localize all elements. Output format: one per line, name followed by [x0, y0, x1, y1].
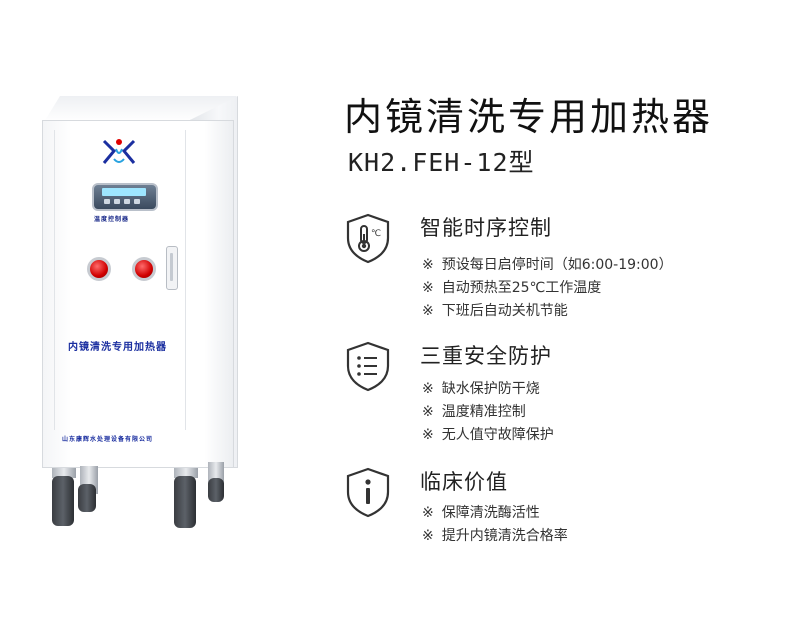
feature-text: 提升内镜清洗合格率 — [441, 528, 568, 544]
bullet-mark: ※ — [422, 257, 434, 273]
cabinet-door — [54, 130, 186, 430]
section-title: 三重安全防护 — [420, 344, 552, 368]
checklist-shield-icon — [346, 341, 390, 392]
product-title: 内镜清洗专用加热器 — [344, 95, 714, 139]
feature-item: ※ 缺水保护防干烧 — [422, 378, 554, 401]
feature-text: 下班后自动关机节能 — [441, 303, 568, 319]
panel-button — [124, 199, 130, 204]
feature-list: ※ 预设每日启停时间（如6:00-19:00） ※ 自动预热至25℃工作温度 ※ 下班… — [422, 254, 673, 323]
feature-item: ※ 温度精准控制 — [422, 401, 554, 424]
bullet-mark: ※ — [422, 381, 434, 397]
feature-text: 自动预热至25℃工作温度 — [441, 280, 602, 296]
panel-button — [134, 199, 140, 204]
control-panel — [92, 183, 158, 211]
bullet-mark: ※ — [422, 528, 434, 544]
panel-label: 温度控制器 — [94, 217, 130, 223]
product-image: 温度控制器 内镜清洗专用加热器 山东康辉水处理设备有限公司 — [0, 0, 300, 630]
machine-company-name: 山东康辉水处理设备有限公司 — [62, 437, 154, 443]
svg-text:℃: ℃ — [371, 229, 381, 239]
cabinet-front — [42, 120, 234, 468]
feature-text: 缺水保护防干烧 — [441, 381, 540, 397]
section-title: 智能时序控制 — [420, 216, 552, 240]
feature-item: ※ 预设每日启停时间（如6:00-19:00） — [422, 254, 673, 277]
feature-text: 温度精准控制 — [441, 404, 526, 420]
feature-text: 无人值守故障保护 — [441, 427, 554, 443]
product-model: KH2.FEH-12型 — [348, 148, 535, 177]
feature-list: ※ 保障清洗酶活性 ※ 提升内镜清洗合格率 — [422, 502, 568, 548]
bullet-mark: ※ — [422, 427, 434, 443]
feature-text: 预设每日启停时间（如6:00-19:00） — [441, 257, 673, 273]
bullet-mark: ※ — [422, 303, 434, 319]
brand-logo-icon — [102, 139, 136, 164]
feature-item: ※ 提升内镜清洗合格率 — [422, 525, 568, 548]
feature-item: ※ 下班后自动关机节能 — [422, 300, 673, 323]
feature-item: ※ 无人值守故障保护 — [422, 424, 554, 447]
panel-button — [104, 199, 110, 204]
feature-item: ※ 保障清洗酶活性 — [422, 502, 568, 525]
caster-bracket — [52, 468, 76, 478]
bullet-mark: ※ — [422, 404, 434, 420]
left-knob — [87, 257, 111, 281]
caster-wheel — [52, 476, 74, 526]
section-title: 临床价值 — [420, 470, 508, 494]
panel-display — [102, 188, 146, 196]
door-handle — [166, 246, 178, 290]
bullet-mark: ※ — [422, 280, 434, 296]
thermometer-shield-icon: ℃ — [346, 213, 390, 264]
right-knob — [132, 257, 156, 281]
caster-bracket — [174, 468, 198, 478]
caster-wheel — [78, 484, 96, 512]
caster-wheel — [174, 476, 196, 528]
info-shield-icon — [346, 467, 390, 518]
feature-item: ※ 自动预热至25℃工作温度 — [422, 277, 673, 300]
panel-button — [114, 199, 120, 204]
feature-text: 保障清洗酶活性 — [441, 505, 540, 521]
caster-wheel — [208, 478, 224, 502]
bullet-mark: ※ — [422, 505, 434, 521]
machine-front-title: 内镜清洗专用加热器 — [68, 342, 167, 353]
feature-list: ※ 缺水保护防干烧 ※ 温度精准控制 ※ 无人值守故障保护 — [422, 378, 554, 447]
